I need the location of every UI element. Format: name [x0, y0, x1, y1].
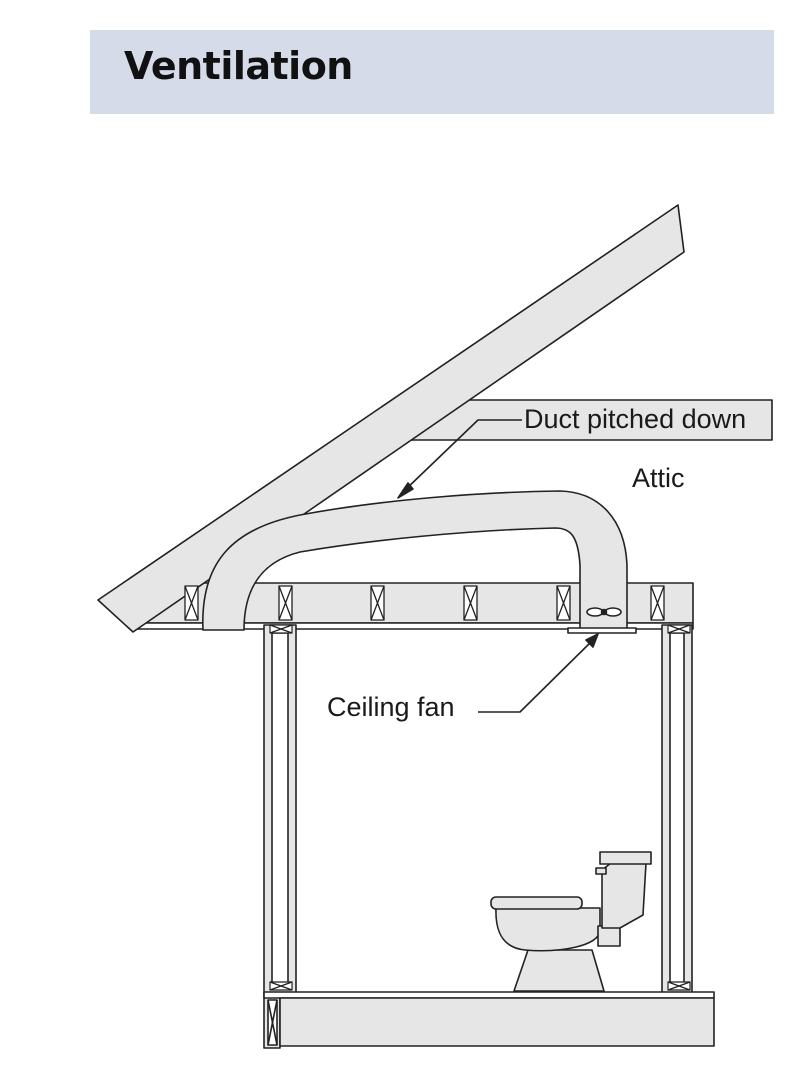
attic-label: Attic [632, 463, 685, 493]
header-band: Ventilation [90, 30, 774, 114]
page-title: Ventilation [124, 44, 353, 88]
floor-surface [263, 991, 715, 999]
toilet [490, 851, 652, 992]
fan-leader [478, 633, 599, 713]
duct-leader [397, 419, 522, 499]
right-wall-plates [667, 624, 691, 991]
floor-joist [279, 997, 715, 1047]
ceiling-fan [567, 607, 637, 634]
left-wall-plates [269, 624, 293, 991]
ceiling-fan-label: Ceiling fan [327, 692, 455, 722]
joist-blocking [184, 585, 665, 621]
roof-rafter [97, 204, 685, 633]
duct-label: Duct pitched down [524, 404, 746, 434]
left-wall [263, 624, 297, 1049]
right-wall [661, 624, 693, 994]
exhaust-duct [202, 490, 628, 631]
